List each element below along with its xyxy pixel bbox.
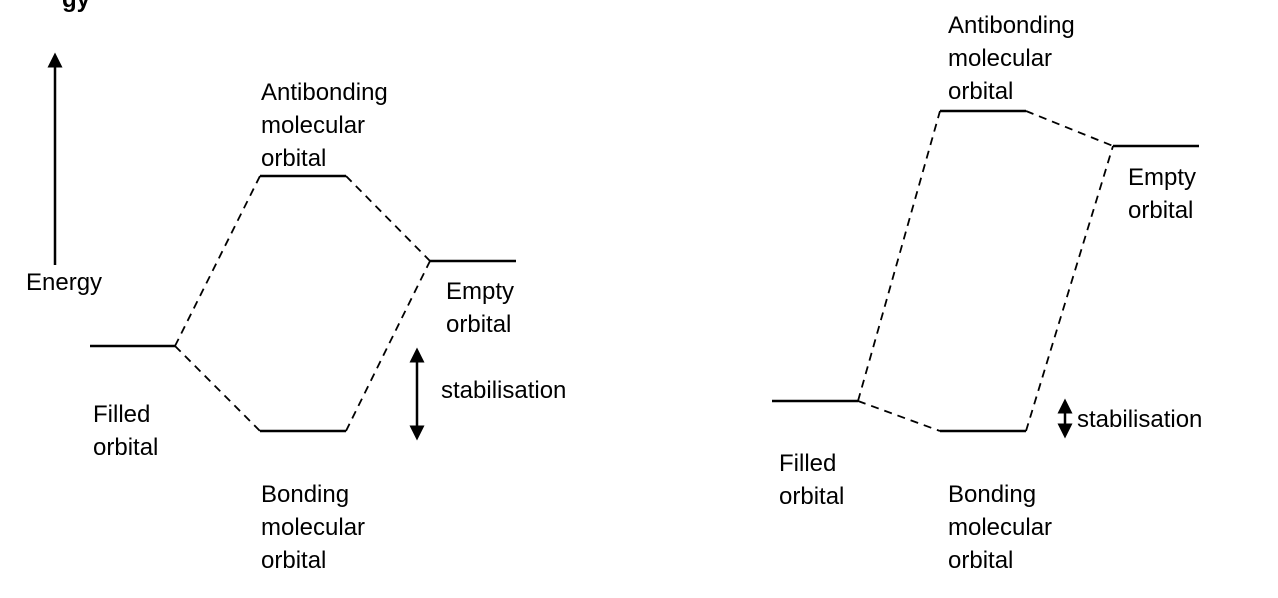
energy-label: Energy xyxy=(26,269,102,296)
bonding-label: Bonding molecular orbital xyxy=(948,481,1059,574)
stabilisation-label: stabilisation xyxy=(1077,406,1202,433)
panel-right: stabilisation Antibonding molecular orbi… xyxy=(772,12,1203,574)
panel-left: stabilisation Antibonding molecular orbi… xyxy=(90,79,566,574)
stabilisation-label: stabilisation xyxy=(441,377,566,404)
bonding-label: Bonding molecular orbital xyxy=(261,481,372,574)
correlation-line xyxy=(1025,110,1114,147)
correlation-line xyxy=(345,260,431,432)
correlation-line xyxy=(1025,145,1114,432)
antibonding-label: Antibonding molecular orbital xyxy=(948,12,1081,105)
correlation-line xyxy=(174,175,261,347)
correlation-line xyxy=(345,175,431,262)
correlation-line xyxy=(857,400,941,432)
antibonding-label: Antibonding molecular orbital xyxy=(261,79,394,172)
filled-label: Filled orbital xyxy=(779,450,844,510)
empty-label: Empty orbital xyxy=(446,278,521,338)
empty-label: Empty orbital xyxy=(1128,164,1203,224)
top-label-fragment: gy xyxy=(62,0,91,13)
correlation-line xyxy=(174,345,261,432)
filled-label: Filled orbital xyxy=(93,401,158,461)
correlation-line xyxy=(857,110,941,402)
energy-axis: Energy xyxy=(26,52,102,296)
